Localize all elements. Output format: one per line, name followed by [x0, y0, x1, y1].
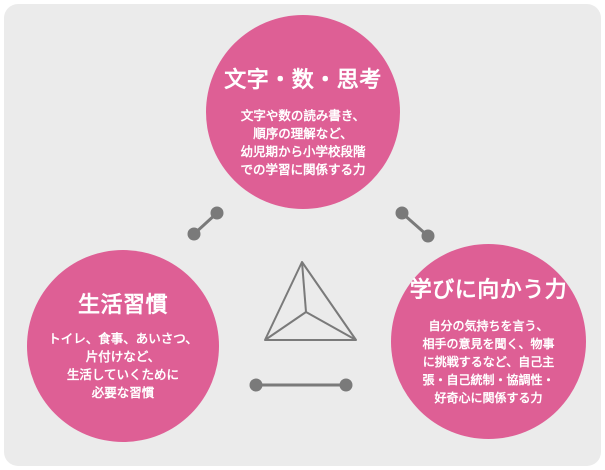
circle-title: 生活習慣	[77, 293, 168, 318]
connector-top-right-dot	[395, 206, 409, 220]
connector-top-left-dot	[210, 206, 224, 220]
circle-description: 文字や数の読み書き、 順序の理解など、 幼児期から小学校段階 での学習に関係する…	[240, 108, 366, 177]
circle-literacy-numeracy-thinking: 文字・数・思考 文字や数の読み書き、 順序の理解など、 幼児期から小学校段階 で…	[206, 15, 400, 209]
circle-title: 学びに向かう力	[409, 278, 568, 303]
circle-motivation-to-learn: 学びに向かう力 自分の気持ちを言う、 相手の意見を聞く、物事 に挑戦するなど、自…	[391, 244, 586, 439]
triangular-pyramid-icon	[264, 261, 357, 341]
circle-title: 文字・数・思考	[224, 68, 382, 93]
circle-daily-habits: 生活習慣 トイレ、食事、あいさつ、 片付けなど、 生活していくために 必要な習慣	[27, 250, 219, 442]
circle-description: 自分の気持ちを言う、 相手の意見を聞く、物事 に挑戦するなど、自己主 張・自己統…	[422, 319, 555, 405]
connector-bottom-dot	[249, 378, 263, 392]
connector-bottom-dot	[339, 378, 353, 392]
connector-top-right-dot	[421, 229, 435, 243]
circle-description: トイレ、食事、あいさつ、 片付けなど、 生活していくために 必要な習慣	[48, 331, 198, 400]
connector-top-left-dot	[187, 227, 201, 241]
